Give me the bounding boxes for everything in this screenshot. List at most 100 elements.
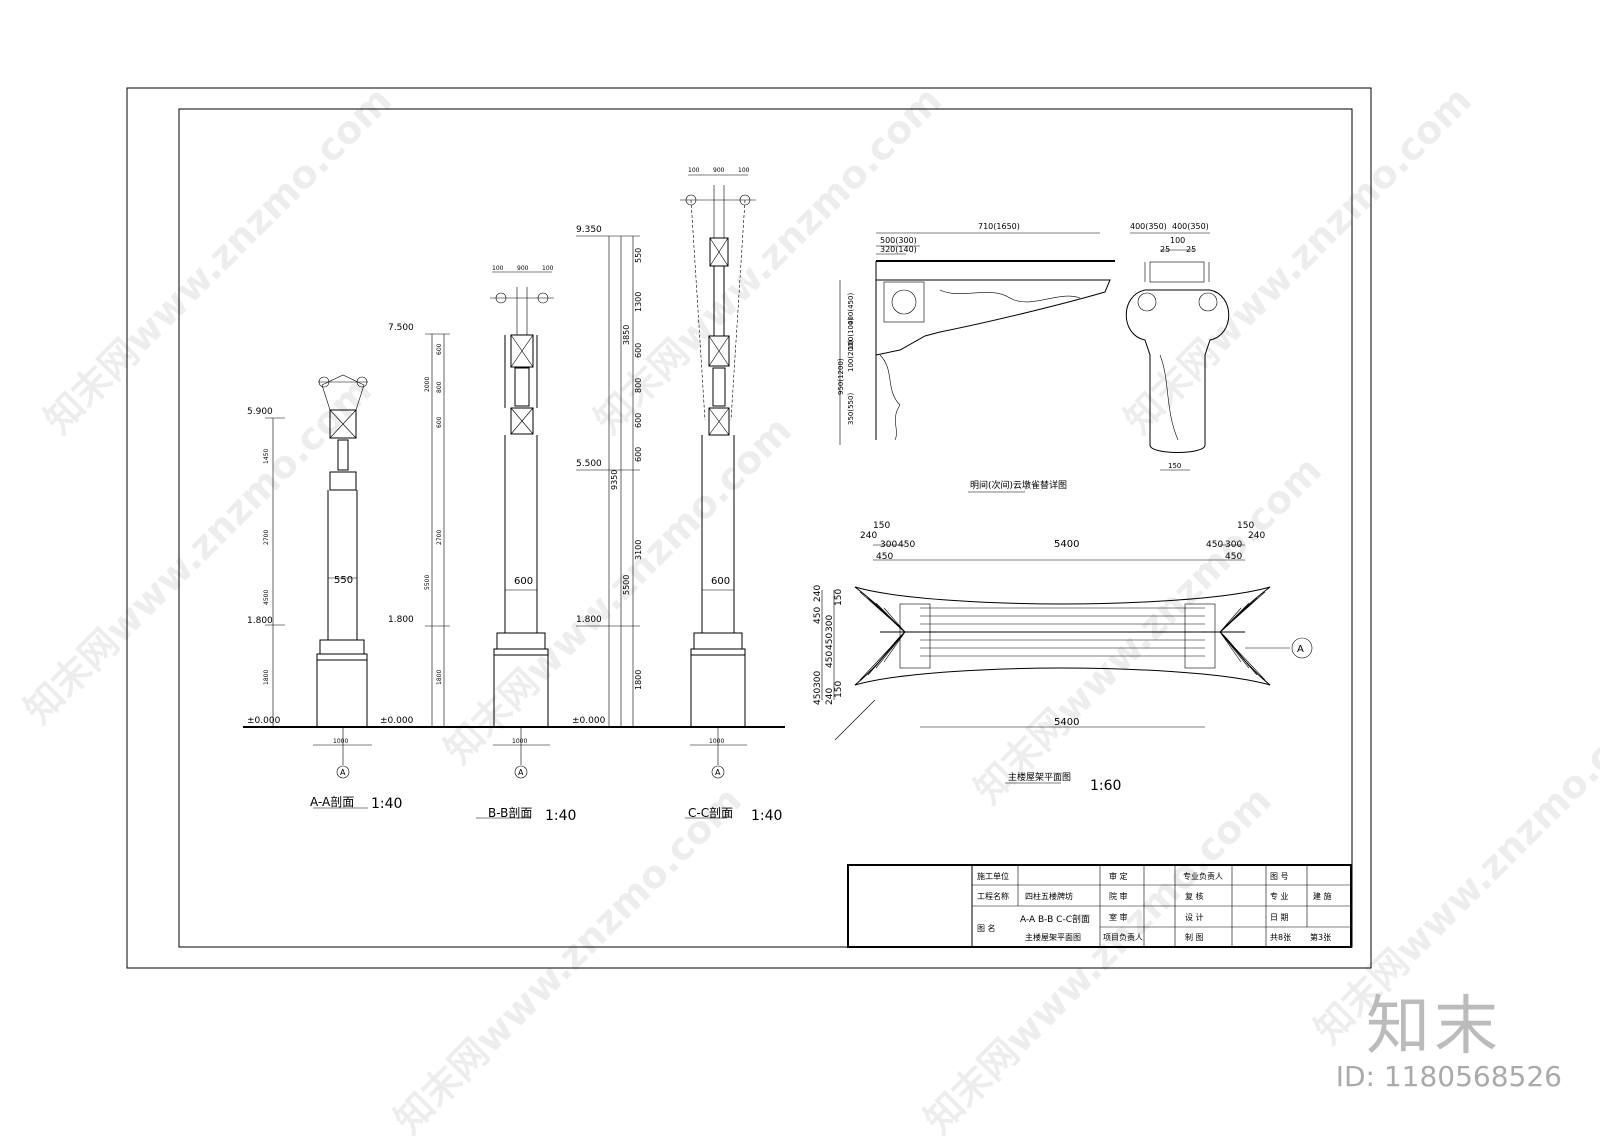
cc-elev-1: 9.350 xyxy=(576,225,602,235)
inner-frame xyxy=(178,108,1353,948)
plan-left-dim-4: 300 xyxy=(825,615,835,632)
plan-top-dim-1: 150 xyxy=(873,521,890,531)
bracket-title: 明间(次间)云墩雀替详图 xyxy=(970,479,1067,491)
bracket-dim-side-2: 100(100) xyxy=(847,318,855,350)
bracket-detail xyxy=(839,232,1230,493)
cc-vdim-1: 550 xyxy=(634,248,643,263)
cc-vdim-8: 3100 xyxy=(634,540,643,560)
cc-axis: A xyxy=(715,768,721,777)
plan-top-dim-3: 300 xyxy=(880,540,897,550)
bracket-dim-right-2: 400(350) xyxy=(1172,222,1209,231)
bracket-dim-top-2: 500(300) xyxy=(880,236,917,245)
cc-top-dim-2: 900 xyxy=(713,167,725,174)
aa-title: A-A剖面 xyxy=(310,795,354,809)
bracket-dim-right-3: 100 xyxy=(1170,236,1185,245)
tb-r1-c1: 施工单位 xyxy=(977,871,1009,881)
plan-top-dim-6: 450 xyxy=(1206,540,1223,550)
cc-vdim-6: 600 xyxy=(634,447,643,462)
bracket-dim-right-5: 25 xyxy=(1186,245,1196,254)
bb-elev-1: 7.500 xyxy=(388,323,414,333)
aa-vdim-1: 1450 xyxy=(263,449,270,464)
cc-vdim-2: 1300 xyxy=(634,292,643,312)
tb-r4-c4: 室 审 xyxy=(1109,912,1128,922)
plan-left-dim-7: 300 xyxy=(813,671,823,688)
plan-left-dim-2: 150 xyxy=(834,589,844,606)
bracket-dim-side-4: 950(1200) xyxy=(837,358,845,395)
cc-vdim-4: 800 xyxy=(634,378,643,393)
aa-elev-2: 1.800 xyxy=(247,616,273,626)
bb-vdim-4: 2000 xyxy=(424,377,431,392)
tb-r4-c1: 图 名 xyxy=(977,923,996,933)
bb-vdim-7: 1800 xyxy=(436,670,443,685)
bb-elev-3: ±0.000 xyxy=(380,716,414,726)
tb-r4-c5: 项目负责人 xyxy=(1103,932,1143,942)
outer-frame xyxy=(126,87,1372,969)
bracket-dim-right-4: 25 xyxy=(1160,245,1170,254)
plan-top-dim-5: 5400 xyxy=(1054,539,1079,550)
tb-r2-c5: 复 核 xyxy=(1185,891,1204,901)
aa-scale: 1:40 xyxy=(371,796,402,812)
section-cc xyxy=(576,174,756,819)
cc-vdim-9: 9350 xyxy=(610,470,619,490)
plan-scale: 1:60 xyxy=(1090,778,1121,794)
tb-r2-c8: 建 施 xyxy=(1313,891,1332,901)
tb-r2-c2: 四柱五楼牌坊 xyxy=(1025,891,1073,901)
plan-top-dim-10: 450 xyxy=(876,552,893,562)
cc-scale: 1:40 xyxy=(751,808,782,824)
cc-elev-3: 1.800 xyxy=(576,615,602,625)
bb-elev-2: 1.800 xyxy=(388,615,414,625)
plan-top-dim-4: 450 xyxy=(898,540,915,550)
plan-left-dim-6: 450 xyxy=(825,651,835,668)
roof-plan xyxy=(821,544,1313,784)
plan-left-dim-1: 240 xyxy=(813,585,823,602)
cc-top-dim-3: 100 xyxy=(738,167,750,174)
bb-top-dim-1: 100 xyxy=(492,265,504,272)
section-aa xyxy=(265,374,372,809)
plan-title: 主楼屋架平面图 xyxy=(1008,771,1071,783)
tb-r4-c8: 第3张 xyxy=(1310,932,1331,942)
tb-r2-c3: 院 审 xyxy=(1109,891,1128,901)
bracket-dim-side-5: 350(550) xyxy=(847,393,855,425)
tb-r4-c6: 制 图 xyxy=(1185,932,1204,942)
plan-top-dim-9: 240 xyxy=(1248,531,1265,541)
cc-vdim-7: 3850 xyxy=(622,325,631,345)
cc-elev-4: ±0.000 xyxy=(572,716,606,726)
cc-vdim-5: 600 xyxy=(634,413,643,428)
bracket-dim-right-6: 150 xyxy=(1168,462,1181,470)
aa-axis: A xyxy=(340,768,346,777)
bb-title: B-B剖面 xyxy=(488,806,532,820)
image-id: ID: 1180568526 xyxy=(1335,1060,1562,1093)
bracket-dim-side-1: 400(450) xyxy=(847,293,855,325)
plan-left-dim-9: 240 xyxy=(825,688,835,705)
cc-width-dim: 600 xyxy=(711,576,730,587)
plan-top-dim-8: 150 xyxy=(1237,521,1254,531)
cc-title: C-C剖面 xyxy=(688,806,733,820)
cc-vdim-11: 1800 xyxy=(634,670,643,690)
bb-vdim-5: 2700 xyxy=(436,530,443,545)
bb-vdim-1: 600 xyxy=(436,343,443,355)
tb-r4-c2: A-A B-B C-C剖面 xyxy=(1020,913,1090,925)
aa-vdim-2: 2700 xyxy=(263,530,270,545)
bb-scale: 1:40 xyxy=(545,808,576,824)
bb-width-dim: 600 xyxy=(514,576,533,587)
tb-r2-c1: 工程名称 xyxy=(977,891,1009,901)
plan-bottom-dim: 5400 xyxy=(1054,717,1079,728)
bb-top-dim-3: 100 xyxy=(542,265,554,272)
tb-r3-c3: 日 期 xyxy=(1270,913,1289,922)
plan-left-dim-8: 450 xyxy=(813,688,823,705)
bracket-dim-side-3: 100(200) xyxy=(847,340,855,372)
bracket-dim-right-1: 400(350) xyxy=(1130,222,1167,231)
section-bb xyxy=(425,271,554,819)
bb-base-dim: 1000 xyxy=(512,738,527,745)
cc-elev-2: 5.500 xyxy=(576,459,602,469)
plan-top-dim-11: 450 xyxy=(1225,552,1242,562)
bb-vdim-6: 5500 xyxy=(424,575,431,590)
tb-r1-c3: 审 定 xyxy=(1109,871,1128,881)
tb-r2-c7: 专 业 xyxy=(1270,891,1289,901)
bracket-dim-top-3: 320(140) xyxy=(880,245,917,254)
cc-vdim-3: 600 xyxy=(634,343,643,358)
aa-elev-3: ±0.000 xyxy=(247,716,281,726)
aa-base-dim: 1000 xyxy=(333,738,348,745)
plan-left-dim-3: 450 xyxy=(813,607,823,624)
